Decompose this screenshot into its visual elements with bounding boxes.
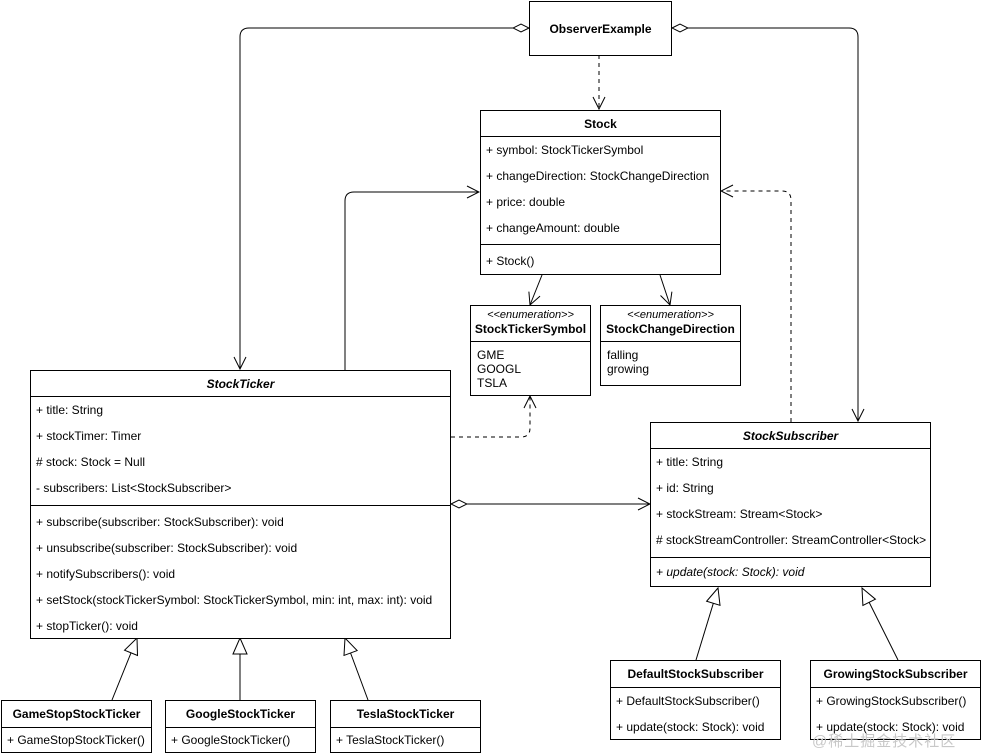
tesla-title: TeslaStockTicker: [331, 701, 480, 728]
change-direction-literal-growing: growing: [607, 362, 650, 376]
edge-stockticker-to-tickersymbol: [451, 396, 530, 438]
default-subscriber-method-constructor: + DefaultStockSubscriber(): [616, 694, 760, 708]
stock-ticker-attr-subscribers: - subscribers: List<StockSubscriber>: [36, 481, 232, 495]
change-direction-literal-falling: falling: [607, 348, 639, 362]
gamestop-title: GameStopStockTicker: [2, 701, 151, 728]
google-title: GoogleStockTicker: [166, 701, 315, 728]
change-direction-title: StockChangeDirection: [606, 322, 735, 336]
edge-growing-extends-stocksubscriber: [862, 588, 899, 661]
edge-default-extends-stocksubscriber: [695, 588, 718, 661]
ticker-symbol-stereotype: <<enumeration>>: [487, 309, 574, 321]
stock-subscriber-title: StockSubscriber: [651, 423, 930, 449]
stock-subscriber-attr-controller: # stockStreamController: StreamControlle…: [656, 533, 927, 547]
ticker-symbol-title: StockTickerSymbol: [474, 322, 587, 336]
growing-subscriber-method-update: + update(stock: Stock): void: [816, 720, 965, 734]
stock-ticker-symbol-enum[interactable]: <<enumeration>> StockTickerSymbol GME GO…: [470, 305, 591, 396]
stock-subscriber-class[interactable]: StockSubscriber + title: String + id: St…: [650, 422, 931, 587]
stock-subscriber-attr-id: + id: String: [656, 481, 714, 495]
stock-change-direction-enum[interactable]: <<enumeration>> StockChangeDirection fal…: [600, 305, 741, 386]
stock-ticker-attr-title: + title: String: [36, 403, 104, 417]
tesla-stock-ticker-class[interactable]: TeslaStockTicker + TeslaStockTicker(): [330, 700, 481, 753]
gamestop-stock-ticker-class[interactable]: GameStopStockTicker + GameStopStockTicke…: [1, 700, 152, 753]
observer-example-class[interactable]: ObserverExample: [529, 1, 672, 56]
google-stock-ticker-class[interactable]: GoogleStockTicker + GoogleStockTicker(): [165, 700, 316, 753]
edge-tesla-extends-stockticker: [345, 638, 369, 701]
edge-stock-to-changedirection: [659, 274, 670, 305]
tesla-method-constructor: + TeslaStockTicker(): [336, 733, 445, 747]
stock-attr-change-direction: + changeDirection: StockChangeDirection: [486, 169, 710, 183]
growing-stock-subscriber-class[interactable]: GrowingStockSubscriber + GrowingStockSub…: [810, 660, 981, 740]
default-stock-subscriber-class[interactable]: DefaultStockSubscriber + DefaultStockSub…: [610, 660, 781, 740]
ticker-symbol-literal-tsla: TSLA: [477, 376, 508, 390]
stock-attr-symbol: + symbol: StockTickerSymbol: [486, 143, 644, 157]
stock-title: Stock: [481, 111, 720, 137]
edge-gamestop-extends-stockticker: [111, 638, 137, 701]
stock-ticker-title: StockTicker: [31, 371, 450, 397]
stock-ticker-attr-stock: # stock: Stock = Null: [36, 455, 146, 469]
stock-attr-change-amount: + changeAmount: double: [486, 221, 620, 235]
stock-ticker-method-subscribe: + subscribe(subscriber: StockSubscriber)…: [36, 515, 284, 529]
stock-ticker-method-unsubscribe: + unsubscribe(subscriber: StockSubscribe…: [36, 541, 298, 555]
ticker-symbol-literal-googl: GOOGL: [477, 362, 522, 376]
stock-subscriber-method-update: + update(stock: Stock): void: [656, 565, 805, 579]
stock-ticker-method-setstock: + setStock(stockTickerSymbol: StockTicke…: [36, 593, 433, 607]
stock-ticker-attr-timer: + stockTimer: Timer: [36, 429, 142, 443]
change-direction-stereotype: <<enumeration>>: [627, 309, 714, 321]
google-method-constructor: + GoogleStockTicker(): [171, 733, 291, 747]
ticker-symbol-literal-gme: GME: [477, 348, 505, 362]
edge-stockticker-to-stock: [344, 192, 479, 370]
growing-subscriber-method-constructor: + GrowingStockSubscriber(): [816, 694, 967, 708]
default-subscriber-method-update: + update(stock: Stock): void: [616, 720, 765, 734]
stock-ticker-method-stopticker: + stopTicker(): void: [36, 619, 138, 633]
stock-class[interactable]: Stock + symbol: StockTickerSymbol + chan…: [480, 110, 721, 275]
growing-subscriber-title: GrowingStockSubscriber: [811, 661, 980, 688]
gamestop-method-constructor: + GameStopStockTicker(): [7, 733, 145, 747]
watermark: @稀土掘金技术社区: [812, 733, 957, 750]
stock-subscriber-attr-title: + title: String: [656, 455, 724, 469]
stock-attr-price: + price: double: [486, 195, 566, 209]
stock-ticker-method-notify: + notifySubscribers(): void: [36, 567, 176, 581]
stock-ticker-class[interactable]: StockTicker + title: String + stockTimer…: [30, 370, 451, 639]
observer-example-title: ObserverExample: [549, 21, 652, 36]
default-subscriber-title: DefaultStockSubscriber: [611, 661, 780, 688]
edge-stock-to-tickersymbol: [530, 274, 543, 305]
stock-method-constructor: + Stock(): [486, 254, 535, 268]
stock-subscriber-attr-stream: + stockStream: Stream<Stock>: [656, 507, 823, 521]
